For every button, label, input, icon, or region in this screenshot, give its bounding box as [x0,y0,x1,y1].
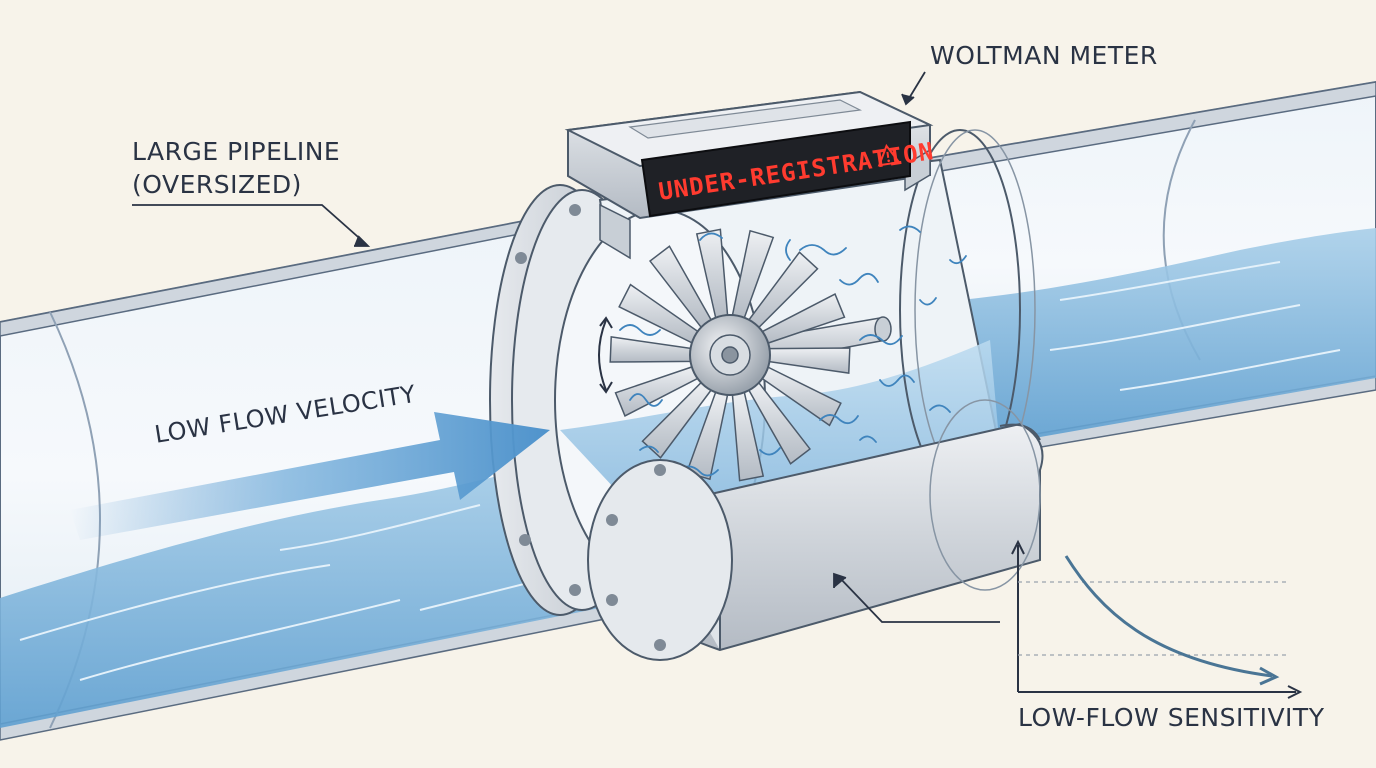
large-pipeline-label: LARGE PIPELINE (OVERSIZED) [132,136,340,201]
sensitivity-chart [1011,539,1303,699]
woltman-meter-label: WOLTMAN METER [930,41,1158,70]
turbulence-lines [619,225,967,477]
large-pipeline-label-line1: LARGE PIPELINE [132,137,341,166]
leader-lines [132,71,1000,623]
sensitivity-curve [1064,555,1273,678]
warning-triangle-icon [877,143,901,167]
rotation-arrow-icon [598,316,613,394]
water-right [960,228,1376,444]
flow-direction-arrow [70,412,550,540]
water-left [0,440,640,728]
meter-cutaway-shell [587,399,1044,661]
turbine-rotor [609,228,892,482]
large-pipeline-label-line2: (OVERSIZED) [132,169,302,199]
low-flow-sensitivity-label: LOW-FLOW SENSITIVITY [1018,703,1325,732]
